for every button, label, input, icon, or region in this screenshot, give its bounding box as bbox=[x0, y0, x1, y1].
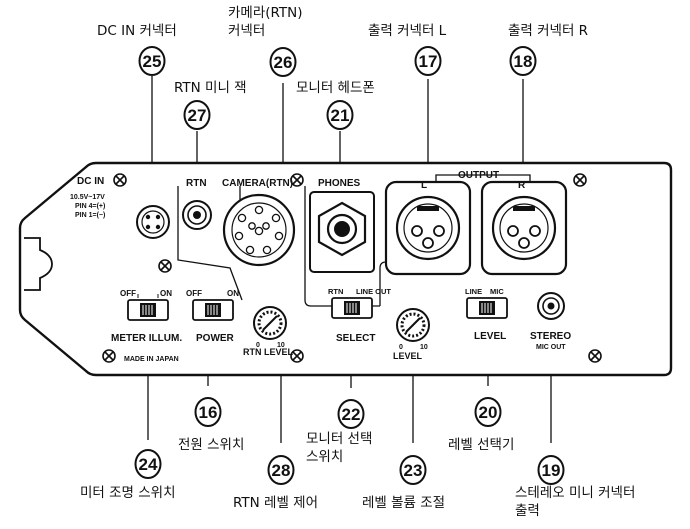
screw-icon bbox=[290, 349, 304, 363]
label-dial-ten-a: 10 bbox=[277, 342, 285, 349]
label-power: POWER bbox=[196, 333, 235, 344]
label-mic-out: MIC OUT bbox=[536, 344, 566, 351]
callout-badge-22: 22 bbox=[337, 399, 365, 429]
callout-badge-23: 23 bbox=[399, 455, 427, 485]
callout-label-level-select: 레벨 선택기 bbox=[448, 437, 515, 453]
callout-label-select: 모니터 선택 스위치 bbox=[306, 431, 373, 465]
callout-label-level-volume: 레벨 볼륨 조절 bbox=[362, 495, 446, 511]
callout-badge-19: 19 bbox=[537, 455, 565, 485]
label-meter-illum: METER ILLUM. bbox=[111, 333, 182, 344]
label-stereo: STEREO bbox=[530, 331, 571, 342]
label-rtn-level: RTN LEVEL bbox=[243, 347, 294, 357]
svg-text:16: 16 bbox=[199, 403, 218, 422]
label-rtn: RTN bbox=[186, 178, 207, 189]
stereo-mic-out-jack bbox=[537, 292, 565, 320]
screw-icon bbox=[113, 173, 127, 187]
label-out-l: L bbox=[421, 180, 427, 191]
label-dial-zero-a: 0 bbox=[256, 342, 260, 349]
rtn-mini-jack bbox=[182, 200, 212, 230]
screw-icon bbox=[102, 349, 116, 363]
svg-text:25: 25 bbox=[143, 52, 162, 71]
label-dial-ten-b: 10 bbox=[420, 344, 428, 351]
label-mic: MIC bbox=[490, 287, 504, 296]
svg-text:23: 23 bbox=[404, 461, 423, 480]
svg-text:19: 19 bbox=[542, 461, 561, 480]
svg-text:27: 27 bbox=[188, 106, 207, 125]
label-off-1: OFF bbox=[120, 289, 136, 298]
screw-icon bbox=[158, 259, 172, 273]
callout-badge-27: 27 bbox=[183, 100, 211, 130]
level-volume-knob bbox=[396, 308, 430, 342]
callout-label-phones: 모니터 헤드폰 bbox=[296, 80, 375, 96]
label-dc-spec1: 10.5V~17V bbox=[70, 194, 105, 201]
label-dial-zero-b: 0 bbox=[399, 344, 403, 351]
callout-label-stereo-mini: 스테레오 미니 커넥터 출력 bbox=[515, 485, 636, 519]
label-line: LINE bbox=[465, 287, 482, 296]
panel-labels: DC IN 10.5V~17V PIN 4=(+) PIN 1=(−) RTN … bbox=[70, 170, 571, 363]
svg-text:18: 18 bbox=[514, 52, 533, 71]
callout-badge-21: 21 bbox=[326, 100, 354, 130]
callout-label-camera-rtn: 카메라(RTN) 커넥터 bbox=[228, 5, 303, 39]
callout-badge-17: 17 bbox=[414, 46, 442, 76]
svg-text:24: 24 bbox=[139, 455, 158, 474]
hanger-tab bbox=[24, 237, 53, 291]
output-l-xlr bbox=[384, 180, 472, 276]
label-output: OUTPUT bbox=[458, 170, 499, 181]
callout-label-power: 전원 스위치 bbox=[178, 437, 245, 453]
screw-icon bbox=[573, 173, 587, 187]
svg-text:17: 17 bbox=[419, 52, 438, 71]
callout-badge-28: 28 bbox=[267, 455, 295, 485]
svg-text:21: 21 bbox=[331, 106, 350, 125]
slide-switches bbox=[127, 294, 508, 321]
callout-badge-24: 24 bbox=[134, 449, 162, 479]
callout-badge-18: 18 bbox=[509, 46, 537, 76]
label-off-2: OFF bbox=[186, 289, 202, 298]
camera-rtn-connector bbox=[222, 193, 296, 267]
dc-in-connector bbox=[136, 205, 170, 239]
level-select-switch bbox=[466, 297, 508, 319]
label-on-1: ON bbox=[160, 289, 172, 298]
callout-label-dc-in: DC IN 커넥터 bbox=[97, 23, 177, 39]
phones-jack bbox=[309, 191, 375, 273]
screw-icon bbox=[290, 173, 304, 187]
rtn-level-knob bbox=[253, 306, 287, 340]
output-r-xlr bbox=[480, 180, 568, 276]
callout-badge-26: 26 bbox=[269, 47, 297, 77]
label-level: LEVEL bbox=[393, 351, 423, 361]
callout-label-rtn-mini-jack: RTN 미니 잭 bbox=[174, 80, 247, 96]
svg-text:26: 26 bbox=[274, 53, 293, 72]
svg-text:22: 22 bbox=[342, 405, 361, 424]
label-dc-spec3: PIN 1=(−) bbox=[75, 212, 105, 219]
label-dc-spec2: PIN 4=(+) bbox=[75, 203, 105, 210]
callout-label-output-r: 출력 커넥터 R bbox=[508, 23, 589, 39]
label-select-rtn: RTN bbox=[328, 287, 343, 296]
svg-text:20: 20 bbox=[479, 403, 498, 422]
callout-badge-16: 16 bbox=[194, 397, 222, 427]
label-line-out: LINE OUT bbox=[356, 287, 391, 296]
label-phones: PHONES bbox=[318, 178, 361, 189]
monitor-select-switch bbox=[331, 297, 373, 319]
callout-badge-25: 25 bbox=[138, 46, 166, 76]
meter-illum-switch bbox=[127, 294, 169, 321]
power-switch bbox=[192, 299, 234, 321]
label-dc-in: DC IN bbox=[77, 176, 104, 187]
label-level-select: LEVEL bbox=[474, 331, 506, 342]
label-out-r: R bbox=[518, 180, 526, 191]
screw-icon bbox=[588, 349, 602, 363]
label-camera-rtn: CAMERA(RTN) bbox=[222, 178, 293, 189]
label-on-2: ON bbox=[227, 289, 239, 298]
svg-text:28: 28 bbox=[272, 461, 291, 480]
callout-label-output-l: 출력 커넥터 L bbox=[368, 23, 447, 39]
leader-lines bbox=[147, 76, 552, 443]
callout-label-rtn-level: RTN 레벨 제어 bbox=[233, 495, 319, 511]
label-made-in-japan: MADE IN JAPAN bbox=[124, 356, 179, 363]
label-select: SELECT bbox=[336, 333, 375, 344]
callout-badge-20: 20 bbox=[474, 397, 502, 427]
callout-label-meter-illum: 미터 조명 스위치 bbox=[80, 485, 176, 501]
